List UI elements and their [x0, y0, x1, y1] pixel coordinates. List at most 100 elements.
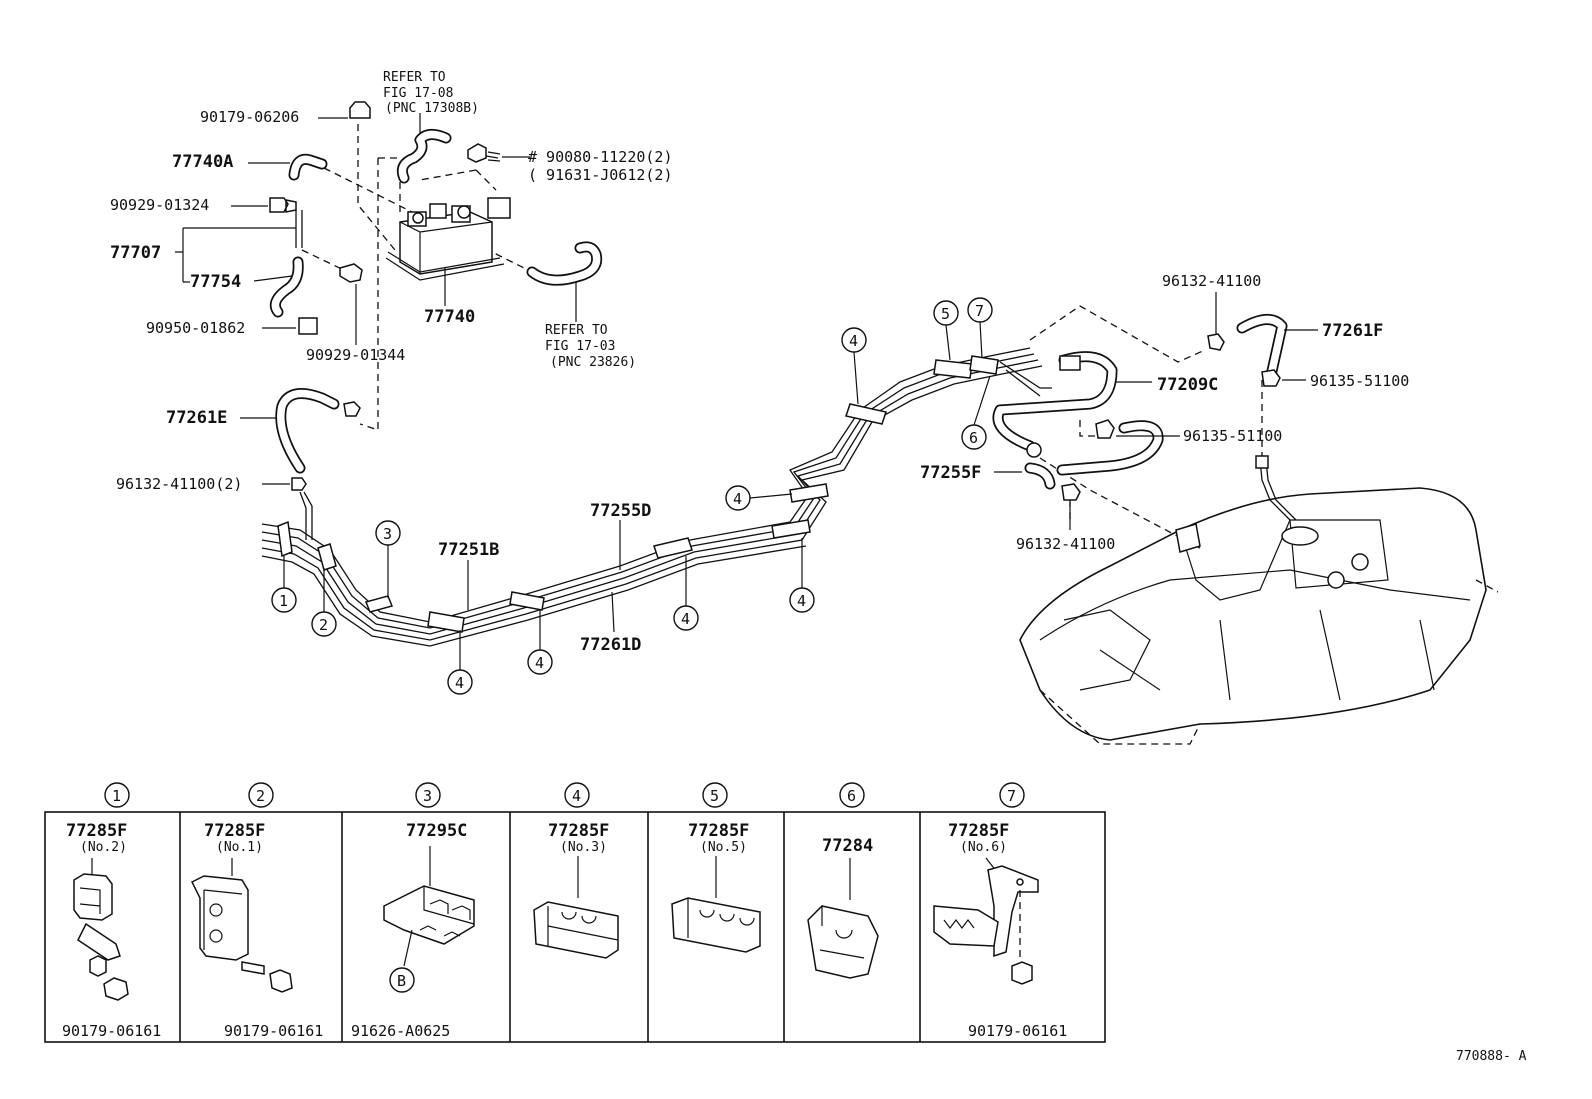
- svg-text:6: 6: [969, 429, 978, 447]
- panel-1-part: 77285F: [66, 821, 127, 841]
- cap-icon: [298, 317, 318, 335]
- panel-3-part: 77295C: [406, 821, 467, 841]
- clamp-4b: [509, 591, 545, 611]
- clamp-5: [933, 359, 973, 379]
- panel-1-bottom: 90179-06161: [62, 1022, 161, 1040]
- panel-2-circle: [248, 782, 274, 808]
- detail-table-dividers: [179, 812, 921, 1042]
- callout-90950-01862: 90950-01862: [146, 319, 245, 337]
- figure-code: 770888- A: [1456, 1049, 1527, 1064]
- callout-96135-51100-a: 96135-51100: [1310, 372, 1409, 390]
- panel-4-part: 77285F: [548, 821, 609, 841]
- callout-77261E: 77261E: [166, 408, 227, 428]
- panel-3-circle: [415, 782, 441, 808]
- svg-text:1: 1: [112, 787, 121, 805]
- nut-panel-1: [103, 977, 129, 1001]
- panel-4-circle: [564, 782, 590, 808]
- callout-circle-4c: [673, 605, 699, 631]
- svg-text:4: 4: [797, 592, 806, 610]
- sender-port: [1281, 526, 1319, 546]
- nut-icon: [349, 101, 371, 119]
- callout-77740A: 77740A: [172, 152, 233, 172]
- svg-text:7: 7: [1007, 787, 1016, 805]
- svg-text:4: 4: [681, 610, 690, 628]
- callout-circle-4a: [447, 669, 473, 695]
- ref-fig-17-03-line1: REFER TO: [545, 323, 608, 338]
- panel-5-part: 77285F: [688, 821, 749, 841]
- clamp-77284-drawing: [807, 858, 879, 979]
- callout-circle-1: [271, 587, 297, 613]
- fuel-line-bundle: 77251B 77255D 77261D: [261, 347, 1052, 655]
- callout-77261F: 77261F: [1322, 321, 1383, 341]
- clamp-4d: [771, 519, 811, 539]
- leader-77707: [175, 227, 296, 283]
- callout-90179-06206: 90179-06206: [200, 108, 299, 126]
- tank-group: 77209C 96135-51100 96132-41100 77261F 96…: [920, 272, 1499, 745]
- line-2: [261, 353, 1035, 629]
- ref-fig-17-08-line1: REFER TO: [383, 70, 446, 85]
- clamp-icon: [343, 401, 361, 417]
- panel-5-circle: [702, 782, 728, 808]
- circle-b: [389, 967, 415, 993]
- svg-text:5: 5: [941, 305, 950, 323]
- detail-panels: 1 2 3 4 5 6 7 77285F (No.2) 77285F (No.1…: [44, 782, 1106, 1043]
- dash-nut: [357, 124, 396, 251]
- line-callouts: 1 2 3 4 4 4 4 4 4 5 7 6: [271, 297, 993, 695]
- bolt-icon: [467, 143, 487, 163]
- callout-91631-J0612: ( 91631-J0612(2): [528, 166, 673, 184]
- svg-text:4: 4: [733, 490, 742, 508]
- svg-text:1: 1: [279, 592, 288, 610]
- panel-1-circle: [104, 782, 130, 808]
- nut-panel-7: [1011, 961, 1033, 985]
- clamp-4a: [427, 611, 465, 633]
- svg-text:7: 7: [975, 302, 984, 320]
- panel-5-note: (No.5): [700, 840, 747, 855]
- svg-text:4: 4: [535, 654, 544, 672]
- line-4: [261, 365, 1043, 641]
- svg-text:2: 2: [319, 616, 328, 634]
- clamp-7: [969, 355, 999, 375]
- ref-fig-17-03-line3: (PNC 23826): [550, 355, 636, 370]
- clip-90929-01344-icon: [339, 263, 363, 283]
- svg-text:6: 6: [847, 787, 856, 805]
- ref-fig-17-08-line3: (PNC 17308B): [385, 101, 479, 116]
- clamp-no5-drawing: [671, 856, 761, 953]
- panel-4-note: (No.3): [560, 840, 607, 855]
- svg-text:5: 5: [710, 787, 719, 805]
- hose-77261E-group: 77261E 96132-41100(2): [116, 388, 361, 493]
- panel-2-bottom: 90179-06161: [224, 1022, 323, 1040]
- callout-77754: 77754: [190, 272, 241, 292]
- dash-canister-left: [359, 158, 379, 431]
- svg-text:B: B: [397, 972, 406, 990]
- callout-77255F: 77255F: [920, 463, 981, 483]
- clamp-no3-drawing: [533, 856, 619, 959]
- nut-panel-2: [269, 969, 293, 993]
- callout-77707: 77707: [110, 243, 161, 263]
- callout-circle-4b: [527, 649, 553, 675]
- canister-group: REFER TO FIG 17-08 (PNC 17308B) 90179-06…: [110, 70, 673, 431]
- callout-77261D: 77261D: [580, 635, 641, 655]
- callout-circle-4d: [789, 587, 815, 613]
- clamp-no1-drawing: [190, 858, 293, 993]
- clamp-3: [364, 595, 394, 613]
- clamp-no2-drawing: [73, 858, 129, 1001]
- callout-77209C: 77209C: [1157, 375, 1218, 395]
- panel-7-part: 77285F: [948, 821, 1009, 841]
- ref-fig-17-03-line2: FIG 17-03: [545, 339, 615, 354]
- svg-text:4: 4: [849, 332, 858, 350]
- svg-text:3: 3: [383, 525, 392, 543]
- callout-90080-11220: # 90080-11220(2): [528, 148, 673, 166]
- svg-text:2: 2: [256, 787, 265, 805]
- panel-1-note: (No.2): [80, 840, 127, 855]
- callout-96132-41100-bottom: 96132-41100: [1016, 535, 1115, 553]
- callout-90929-01324: 90929-01324: [110, 196, 209, 214]
- panel-7-bottom: 90179-06161: [968, 1022, 1067, 1040]
- dash-77740A: [323, 167, 533, 273]
- callout-96132-41100-2: 96132-41100(2): [116, 475, 242, 493]
- callout-96132-41100-top: 96132-41100: [1162, 272, 1261, 290]
- leader-77754: [253, 275, 293, 282]
- clamp-4e: [789, 483, 829, 503]
- callout-77740: 77740: [424, 307, 475, 327]
- line-3: [261, 359, 1039, 635]
